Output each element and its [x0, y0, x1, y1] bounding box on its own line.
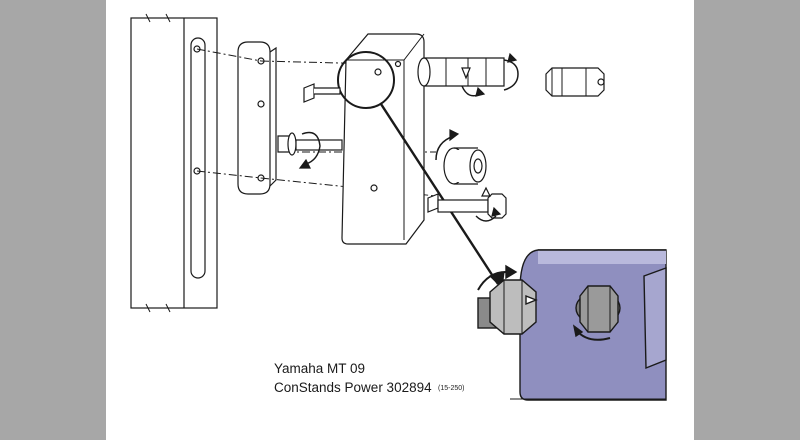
bolt-lower-left [277, 131, 343, 169]
round-spacer [435, 129, 487, 185]
caption-product: ConStands Power 302894 [274, 380, 432, 395]
hex-nut [545, 67, 605, 97]
caption-model: Yamaha MT 09 [274, 361, 366, 376]
slot-plate [237, 41, 277, 195]
detail-view [477, 244, 667, 401]
mounting-plate [341, 33, 425, 245]
bolt-lower-right [427, 186, 507, 222]
drawing-sheet: Yamaha MT 09 ConStands Power 302894 (15-… [106, 0, 694, 440]
upper-spacer-assembly [417, 52, 519, 97]
bolt-upper-left [303, 83, 341, 103]
caption-code: (15-250) [438, 385, 465, 392]
assembly-diagram [130, 13, 667, 401]
swingarm-section [130, 13, 218, 313]
